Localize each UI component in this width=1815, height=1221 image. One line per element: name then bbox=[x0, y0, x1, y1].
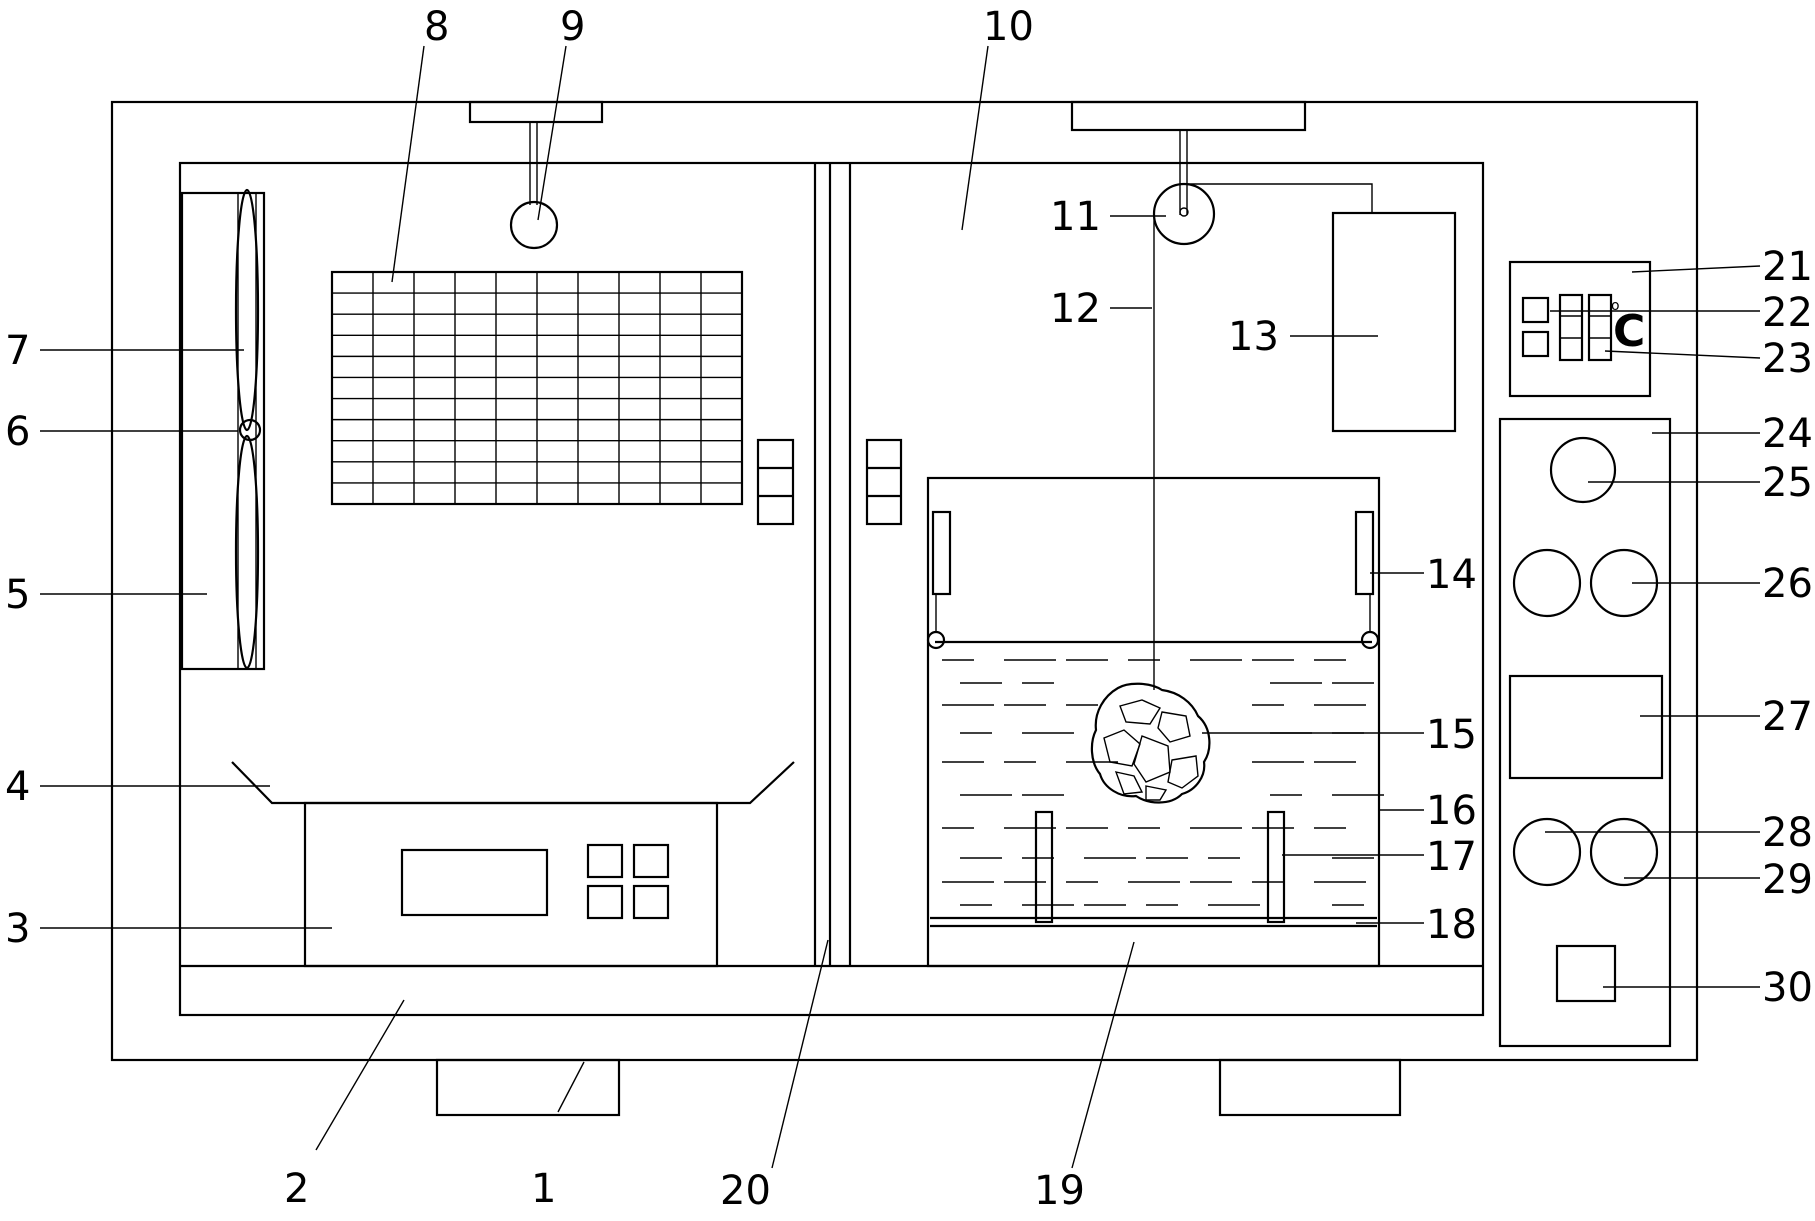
label-30: 30 bbox=[1762, 965, 1813, 1011]
bracket-right-roller bbox=[1362, 632, 1378, 648]
label-13: 13 bbox=[1228, 314, 1279, 360]
label-25: 25 bbox=[1762, 460, 1813, 506]
label-6: 6 bbox=[5, 409, 30, 455]
control-box bbox=[305, 803, 717, 966]
label-21: 21 bbox=[1762, 244, 1813, 290]
label-10: 10 bbox=[983, 4, 1034, 50]
hopper-tray bbox=[232, 762, 794, 803]
label-4: 4 bbox=[5, 764, 30, 810]
foot-right bbox=[1220, 1060, 1400, 1115]
label-11: 11 bbox=[1050, 194, 1101, 240]
label-8: 8 bbox=[424, 4, 449, 50]
button-30 bbox=[1557, 946, 1615, 1001]
label-18: 18 bbox=[1426, 902, 1477, 948]
label-23: 23 bbox=[1762, 336, 1813, 382]
label-17: 17 bbox=[1426, 834, 1477, 880]
fan-blade-bottom bbox=[236, 436, 258, 668]
display-button-bottom bbox=[1523, 332, 1548, 356]
label-7: 7 bbox=[5, 328, 30, 374]
control-panel bbox=[1500, 419, 1670, 1046]
foot-left bbox=[437, 1060, 619, 1115]
stone-basket bbox=[1092, 684, 1210, 803]
pulley-belt-to-hoist bbox=[1184, 184, 1372, 213]
digit-cell-1 bbox=[1560, 295, 1582, 360]
water-dashes bbox=[942, 660, 1384, 905]
display-button-top bbox=[1523, 298, 1548, 322]
label-15: 15 bbox=[1426, 712, 1477, 758]
grid-panel bbox=[332, 272, 742, 504]
label-20: 20 bbox=[720, 1168, 771, 1214]
label-28: 28 bbox=[1762, 810, 1813, 856]
inner-chamber bbox=[180, 163, 1483, 1015]
knob-29 bbox=[1591, 819, 1657, 885]
panel-screen-27 bbox=[1510, 676, 1662, 778]
label-27: 27 bbox=[1762, 694, 1813, 740]
label-9: 9 bbox=[560, 4, 585, 50]
celsius-unit: C bbox=[1613, 306, 1645, 357]
label-29: 29 bbox=[1762, 857, 1813, 903]
bracket-right bbox=[1356, 512, 1373, 594]
control-key-4 bbox=[634, 886, 668, 918]
top-plate-right bbox=[1072, 102, 1305, 130]
label-22: 22 bbox=[1762, 290, 1813, 336]
knob-25 bbox=[1551, 438, 1615, 502]
label-19: 19 bbox=[1034, 1168, 1085, 1214]
hoist-box bbox=[1333, 213, 1455, 431]
label-12: 12 bbox=[1050, 286, 1101, 332]
label-3: 3 bbox=[5, 906, 30, 952]
bracket-left bbox=[933, 512, 950, 594]
leader-lines bbox=[40, 46, 1760, 1168]
knob-26-left bbox=[1514, 550, 1580, 616]
label-1: 1 bbox=[531, 1166, 556, 1212]
label-26: 26 bbox=[1762, 561, 1813, 607]
control-key-3 bbox=[588, 886, 622, 918]
label-2: 2 bbox=[284, 1166, 309, 1212]
bracket-left-roller bbox=[928, 632, 944, 648]
top-plate-left bbox=[470, 102, 602, 122]
fan-blade-top bbox=[236, 190, 258, 430]
switch-block-left bbox=[758, 440, 793, 524]
label-24: 24 bbox=[1762, 411, 1813, 457]
knob-28 bbox=[1514, 819, 1580, 885]
label-16: 16 bbox=[1426, 788, 1477, 834]
pulley-wheel bbox=[1154, 184, 1214, 244]
switch-block-right bbox=[867, 440, 901, 524]
label-5: 5 bbox=[5, 572, 30, 618]
sensor-ball-left bbox=[511, 202, 557, 248]
label-14: 14 bbox=[1426, 552, 1477, 598]
control-box-screen bbox=[402, 850, 547, 915]
control-key-2 bbox=[634, 845, 668, 877]
digit-cell-2 bbox=[1589, 295, 1611, 360]
control-key-1 bbox=[588, 845, 622, 877]
